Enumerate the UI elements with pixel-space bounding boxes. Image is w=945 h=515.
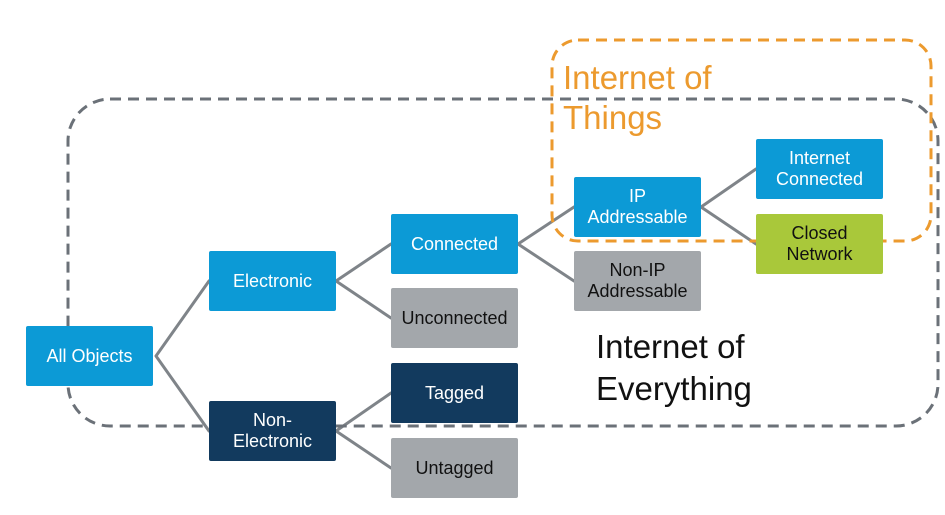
connector-ip-to-internet — [699, 167, 758, 246]
node-unconnected: Unconnected — [391, 288, 518, 348]
internet-of-things-label: Internet of Things — [563, 59, 712, 136]
internet-of-everything-boundary — [66, 97, 940, 428]
node-connected: Connected — [391, 214, 518, 274]
node-non-ip-addressable: Non-IP Addressable — [574, 251, 701, 311]
node-untagged: Untagged — [391, 438, 518, 498]
connector-nonelectronic-to-tagged — [334, 391, 393, 470]
node-non-electronic: Non- Electronic — [209, 401, 336, 461]
node-all-objects: All Objects — [26, 326, 153, 386]
node-electronic: Electronic — [209, 251, 336, 311]
node-internet-connected: Internet Connected — [756, 139, 883, 199]
node-closed-network: Closed Network — [756, 214, 883, 274]
connector-electronic-to-connected — [334, 242, 393, 320]
node-tagged: Tagged — [391, 363, 518, 423]
internet-of-things-boundary — [550, 38, 933, 243]
node-ip-addressable: IP Addressable — [574, 177, 701, 237]
connector-all-to-electronic — [154, 279, 211, 433]
connector-connected-to-ip — [516, 205, 576, 283]
internet-of-everything-label: Internet of Everything — [596, 328, 752, 407]
